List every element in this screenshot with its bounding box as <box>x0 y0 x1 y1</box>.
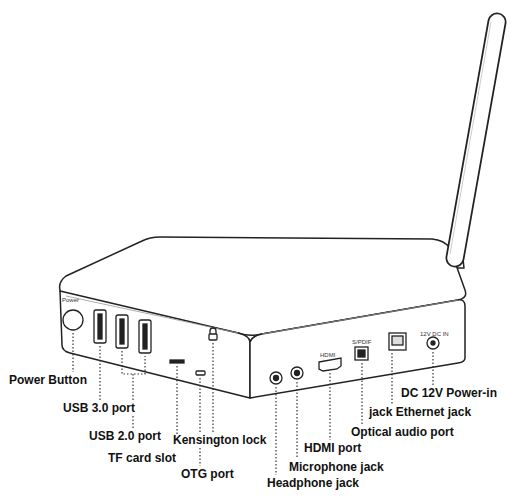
leader-line <box>132 374 133 428</box>
ports <box>63 310 439 384</box>
usb3-port <box>94 310 106 343</box>
leader-line <box>296 382 297 459</box>
callout-label: HDMI port <box>303 442 362 456</box>
leader-line <box>72 333 73 372</box>
ethernet-jack <box>389 333 406 350</box>
leader-line <box>432 352 433 385</box>
callout-label: USB 3.0 port <box>62 402 136 416</box>
panel-marking: Power <box>62 297 79 304</box>
kensington-lock <box>209 334 217 340</box>
bevel-line <box>66 296 238 333</box>
leader-line <box>329 373 330 440</box>
panel-marking: S/PDIF <box>352 339 371 346</box>
leader-line <box>199 378 200 466</box>
tf-card-slot <box>170 360 184 363</box>
usb-tongue <box>143 324 147 349</box>
headphone-jack <box>270 372 282 384</box>
leader-line <box>361 363 362 424</box>
panel-marking: 12V DC IN <box>420 331 449 338</box>
callout-label: Kensington lock <box>172 434 267 448</box>
callout-label: Headphone jack <box>266 477 360 491</box>
usb-tongue <box>120 319 124 344</box>
usb-tongue <box>98 314 102 339</box>
otg-port <box>196 371 205 375</box>
leader-line <box>391 353 392 404</box>
leader-line <box>212 343 213 432</box>
headphone-jack <box>274 376 279 381</box>
callout-label: USB 2.0 port <box>88 430 162 444</box>
leader-line <box>99 346 100 400</box>
bracket <box>122 351 145 374</box>
optical-port <box>355 347 368 360</box>
callout-label: DC 12V Power-in <box>400 387 498 401</box>
bevel-line <box>262 300 458 334</box>
panel-marking: HDMI <box>320 352 335 359</box>
antenna-fill <box>455 22 497 258</box>
callout-label: TF card slot <box>107 452 177 466</box>
front-left-face <box>60 291 250 398</box>
callout-label: Power Button <box>8 374 88 388</box>
usb2-port <box>116 315 128 348</box>
optical-port <box>358 350 365 357</box>
power-button <box>63 310 83 330</box>
kensington-lock <box>210 328 216 334</box>
usb2-port <box>139 320 151 353</box>
microphone-jack <box>295 371 300 376</box>
antenna-outline <box>455 22 497 258</box>
ethernet-jack <box>392 336 403 345</box>
leader-line <box>275 387 276 475</box>
callout-label: Optical audio port <box>350 426 455 440</box>
tv-box <box>60 22 497 398</box>
antenna-shade <box>450 22 491 254</box>
dc-jack <box>427 337 439 349</box>
dc-jack <box>431 341 435 345</box>
callout-label: OTG port <box>180 468 235 482</box>
microphone-jack <box>291 367 303 379</box>
hdmi-port <box>319 358 341 371</box>
callout-label: Microphone jack <box>288 461 385 475</box>
callout-label: jack Ethernet jack <box>368 406 472 420</box>
front-right-face <box>250 300 465 398</box>
